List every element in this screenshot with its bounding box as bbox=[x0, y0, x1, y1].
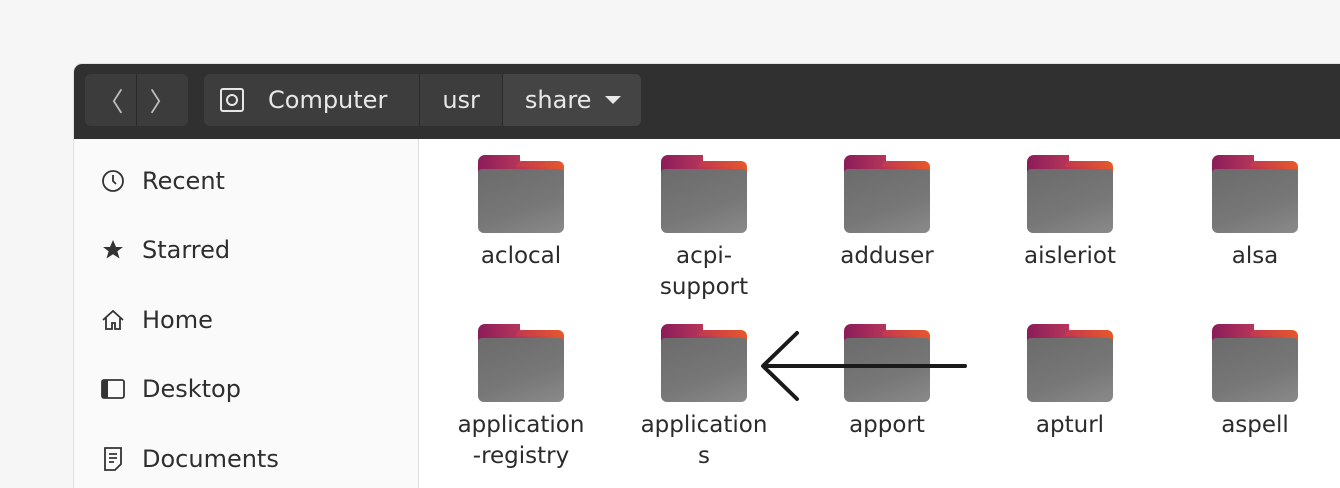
header-bar: 〈 〉 Computer usr share bbox=[74, 64, 1340, 139]
back-button[interactable]: 〈 bbox=[85, 74, 136, 126]
sidebar-item-label: Starred bbox=[142, 236, 231, 264]
forward-button[interactable]: 〉 bbox=[136, 74, 188, 126]
crumb-computer[interactable]: Computer bbox=[204, 74, 420, 126]
folder-item[interactable]: acpi- support bbox=[612, 155, 796, 303]
path-bar: Computer usr share bbox=[204, 74, 642, 126]
sidebar-item-label: Desktop bbox=[142, 375, 241, 403]
desktop-icon bbox=[96, 377, 130, 401]
folder-icon bbox=[844, 324, 930, 402]
folder-icon bbox=[478, 155, 564, 233]
folder-item[interactable]: aclocal bbox=[429, 155, 613, 272]
folder-label: adduser bbox=[840, 243, 934, 269]
folder-label: aspell bbox=[1221, 412, 1289, 438]
folder-item[interactable]: aisleriot bbox=[978, 155, 1162, 272]
dropdown-caret-icon[interactable] bbox=[605, 96, 622, 104]
folder-item[interactable]: alsa bbox=[1163, 155, 1340, 272]
folder-item[interactable]: adduser bbox=[795, 155, 979, 272]
folder-item[interactable]: aspell bbox=[1163, 324, 1340, 441]
folder-label: aisleriot bbox=[1024, 243, 1116, 269]
crumb-label: share bbox=[524, 86, 592, 114]
folder-item[interactable]: apport bbox=[795, 324, 979, 441]
folder-label: application s bbox=[640, 412, 768, 469]
crumb-label: usr bbox=[442, 86, 480, 114]
chevron-right-icon: 〉 bbox=[149, 87, 176, 118]
folder-icon bbox=[1027, 155, 1113, 233]
folder-label: acpi- support bbox=[659, 243, 749, 300]
folder-grid: aclocal acpi- support adduser aisleriot … bbox=[419, 139, 1340, 488]
document-icon bbox=[96, 446, 130, 472]
home-icon bbox=[96, 308, 130, 332]
folder-item[interactable]: application s bbox=[612, 324, 796, 472]
clock-icon bbox=[96, 169, 130, 193]
file-manager-window: 〈 〉 Computer usr share Recent bbox=[74, 64, 1340, 488]
folder-label: apport bbox=[849, 412, 925, 438]
sidebar-item-documents[interactable]: Documents bbox=[74, 433, 418, 485]
sidebar-item-label: Documents bbox=[142, 445, 279, 473]
folder-icon bbox=[1027, 324, 1113, 402]
crumb-usr[interactable]: usr bbox=[419, 74, 502, 126]
folder-icon bbox=[844, 155, 930, 233]
sidebar-item-home[interactable]: Home bbox=[74, 294, 418, 346]
sidebar-item-starred[interactable]: Starred bbox=[74, 224, 418, 276]
chevron-left-icon: 〈 bbox=[97, 87, 124, 118]
folder-icon bbox=[1212, 155, 1298, 233]
sidebar: Recent Starred Home Desktop Documents bbox=[74, 139, 419, 488]
sidebar-item-recent[interactable]: Recent bbox=[74, 155, 418, 207]
crumb-label: Computer bbox=[268, 86, 388, 114]
folder-icon bbox=[1212, 324, 1298, 402]
folder-label: apturl bbox=[1035, 412, 1105, 438]
sidebar-item-desktop[interactable]: Desktop bbox=[74, 363, 418, 415]
star-icon bbox=[96, 238, 130, 262]
sidebar-item-label: Recent bbox=[142, 167, 225, 195]
navigation-buttons: 〈 〉 bbox=[85, 74, 188, 126]
folder-label: application -registry bbox=[457, 412, 585, 469]
folder-item[interactable]: apturl bbox=[978, 324, 1162, 441]
folder-item[interactable]: application -registry bbox=[429, 324, 613, 472]
folder-icon bbox=[478, 324, 564, 402]
drive-icon bbox=[220, 88, 244, 112]
folder-icon bbox=[661, 155, 747, 233]
crumb-share[interactable]: share bbox=[501, 74, 642, 126]
folder-label: aclocal bbox=[480, 243, 562, 269]
folder-icon bbox=[661, 324, 747, 402]
sidebar-item-label: Home bbox=[142, 306, 213, 334]
folder-label: alsa bbox=[1231, 243, 1279, 269]
